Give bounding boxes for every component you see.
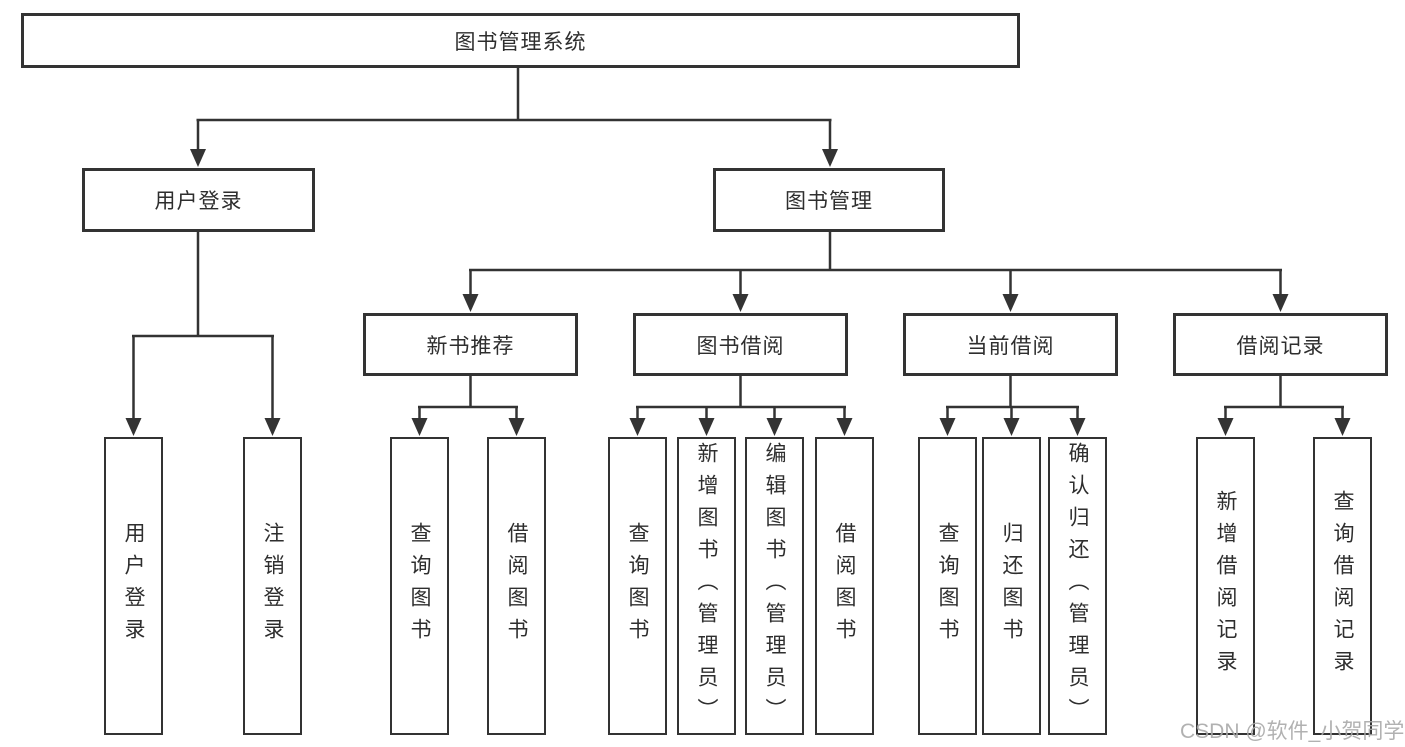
leaf-label: 借阅图书 <box>505 522 528 650</box>
node-label: 新书推荐 <box>426 334 515 358</box>
node-current-borrowing: 当前借阅 <box>903 313 1118 376</box>
leaf-label: 查询借阅记录 <box>1331 490 1354 682</box>
node-library-management-system: 图书管理系统 <box>21 13 1020 68</box>
leaf-add-books-admin: 新增图书（管理员） <box>677 437 736 735</box>
leaf-query-books-recommend: 查询图书 <box>390 437 449 735</box>
node-label: 图书借阅 <box>696 334 785 358</box>
leaf-label: 借阅图书 <box>833 522 856 650</box>
leaf-return-books: 归还图书 <box>982 437 1041 735</box>
leaf-borrow-books-borrowing: 借阅图书 <box>815 437 874 735</box>
leaf-label: 注销登录 <box>261 522 284 650</box>
leaf-label: 确认归还（管理员） <box>1066 442 1089 730</box>
leaf-label: 查询图书 <box>626 522 649 650</box>
node-book-management: 图书管理 <box>713 168 945 232</box>
node-new-book-recommendation: 新书推荐 <box>363 313 578 376</box>
leaf-label: 用户登录 <box>122 522 145 650</box>
csdn-watermark: CSDN @软件_小贺同学 <box>1180 720 1405 743</box>
leaf-borrow-books-recommend: 借阅图书 <box>487 437 546 735</box>
leaf-label: 查询图书 <box>936 522 959 650</box>
node-label: 用户登录 <box>154 190 243 213</box>
node-borrowing-records: 借阅记录 <box>1173 313 1388 376</box>
node-book-borrowing: 图书借阅 <box>633 313 848 376</box>
node-user-login: 用户登录 <box>82 168 315 232</box>
leaf-query-books-borrowing: 查询图书 <box>608 437 667 735</box>
leaf-label: 编辑图书（管理员） <box>763 442 786 730</box>
leaf-logout-login: 注销登录 <box>243 437 302 735</box>
leaf-label: 新增借阅记录 <box>1214 490 1237 682</box>
leaf-edit-books-admin: 编辑图书（管理员） <box>745 437 804 735</box>
leaf-user-login: 用户登录 <box>104 437 163 735</box>
node-label: 借阅记录 <box>1236 334 1325 358</box>
leaf-label: 新增图书（管理员） <box>695 442 718 730</box>
leaf-query-books-current: 查询图书 <box>918 437 977 735</box>
leaf-add-borrow-record: 新增借阅记录 <box>1196 437 1255 735</box>
leaf-confirm-return-admin: 确认归还（管理员） <box>1048 437 1107 735</box>
leaf-query-borrow-record: 查询借阅记录 <box>1313 437 1372 735</box>
node-label: 图书管理 <box>785 190 873 213</box>
leaf-label: 归还图书 <box>1000 522 1023 650</box>
node-label: 图书管理系统 <box>454 30 587 54</box>
node-label: 当前借阅 <box>966 334 1055 358</box>
leaf-label: 查询图书 <box>408 522 431 650</box>
